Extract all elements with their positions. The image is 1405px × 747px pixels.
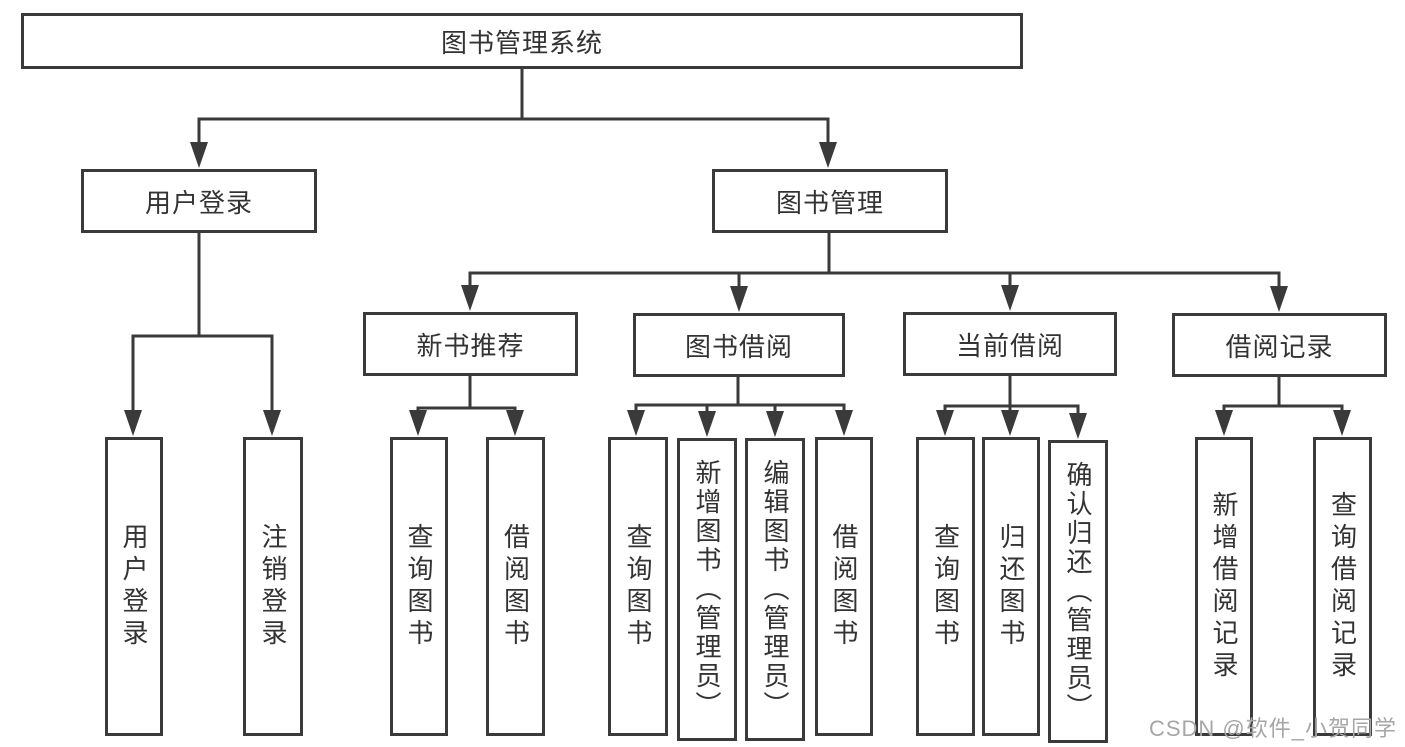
node-label: 用户登录 xyxy=(144,187,253,218)
csdn-watermark: CSDN @软件_小贺同学 xyxy=(1148,716,1397,741)
leaf-node: 注销登录 xyxy=(243,437,303,736)
node-borrow-records: 借阅记录 xyxy=(1172,313,1387,377)
leaf-label: 用户登录 xyxy=(119,522,149,651)
leaf-label: 查询图书 xyxy=(623,522,653,651)
leaf-node: 新增借阅记录 xyxy=(1195,437,1253,736)
node-book-management: 图书管理 xyxy=(712,169,948,233)
leaf-label: 查询图书 xyxy=(930,522,961,651)
leaf-label: 借阅图书 xyxy=(829,522,859,651)
leaf-node: 归还图书 xyxy=(982,437,1040,736)
node-label: 新书推荐 xyxy=(416,330,525,361)
leaf-node: 查询图书 xyxy=(608,437,668,736)
leaf-node: 编辑图书（管理员） xyxy=(745,438,805,741)
leaf-node: 借阅图书 xyxy=(486,437,545,736)
leaf-node: 新增图书（管理员） xyxy=(677,438,737,741)
leaf-label: 归还图书 xyxy=(996,522,1026,651)
node-new-book-recommend: 新书推荐 xyxy=(363,312,578,376)
node-label: 借阅记录 xyxy=(1225,331,1334,362)
node-label: 图书管理 xyxy=(775,187,884,218)
node-label: 当前借阅 xyxy=(955,330,1064,361)
leaf-node: 用户登录 xyxy=(105,437,163,736)
leaf-label: 新增借阅记录 xyxy=(1209,490,1239,683)
node-current-borrow: 当前借阅 xyxy=(903,312,1117,376)
node-user-login: 用户登录 xyxy=(81,169,317,233)
node-root-label: 图书管理系统 xyxy=(440,27,603,58)
leaf-label: 借阅图书 xyxy=(500,522,531,651)
leaf-label: 新增图书（管理员） xyxy=(692,459,722,720)
leaf-node: 确认归还（管理员） xyxy=(1048,440,1108,743)
node-root: 图书管理系统 xyxy=(21,13,1023,69)
leaf-label: 编辑图书（管理员） xyxy=(760,459,790,720)
leaf-node: 查询图书 xyxy=(390,437,448,736)
leaf-node: 借阅图书 xyxy=(815,437,873,736)
node-book-borrow: 图书借阅 xyxy=(633,313,845,377)
leaf-label: 确认归还（管理员） xyxy=(1063,461,1093,722)
node-label: 图书借阅 xyxy=(684,331,793,362)
leaf-label: 查询借阅记录 xyxy=(1327,490,1358,683)
leaf-node: 查询图书 xyxy=(916,437,975,736)
leaf-label: 注销登录 xyxy=(258,522,288,651)
leaf-node: 查询借阅记录 xyxy=(1313,437,1372,736)
leaf-label: 查询图书 xyxy=(404,522,434,651)
